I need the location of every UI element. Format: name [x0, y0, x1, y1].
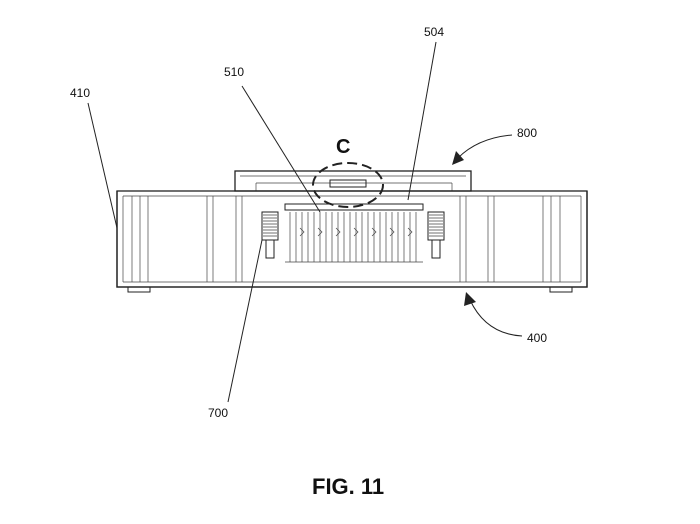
right-spring-fastener	[427, 211, 445, 259]
label-800: 800	[517, 126, 537, 140]
top-plate	[234, 170, 472, 192]
leader-700	[227, 239, 263, 403]
arrow-400	[469, 299, 523, 337]
label-504: 504	[424, 25, 444, 39]
arrowhead-800	[452, 151, 464, 165]
base-housing	[116, 190, 588, 293]
left-spring-fastener	[261, 211, 279, 259]
heat-sink	[284, 203, 424, 263]
arrowhead-400	[464, 292, 476, 306]
label-detail-c: C	[336, 136, 350, 158]
figure-caption: FIG. 11	[312, 474, 384, 499]
label-400: 400	[527, 331, 547, 345]
leader-510	[241, 85, 321, 213]
arrow-800	[457, 134, 513, 159]
detail-c-component	[329, 179, 367, 188]
leader-410	[87, 102, 118, 229]
leader-504	[407, 41, 437, 201]
detail-c-ellipse	[312, 162, 384, 208]
label-410: 410	[70, 86, 90, 100]
label-700: 700	[208, 406, 228, 420]
label-510: 510	[224, 65, 244, 79]
